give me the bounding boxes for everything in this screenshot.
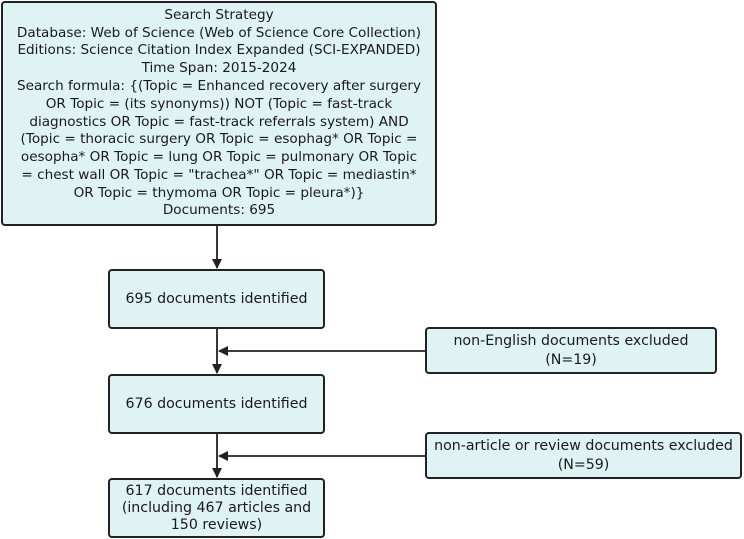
step-box-695: 695 documents identified [108,269,325,329]
step-detail: 150 reviews) [170,516,263,533]
exclusion-box-non-english: non-English documents excluded (N=19) [425,327,717,374]
exclusion-box-non-article: non-article or review documents excluded… [425,432,742,479]
strategy-formula-line: (Topic = thoracic surgery OR Topic = eso… [20,131,418,148]
strategy-formula-line: diagnostics OR Topic = fast-track referr… [29,113,409,130]
strategy-formula-line: OR Topic = thymoma OR Topic = pleura*)} [73,184,365,201]
exclusion-label: non-English documents excluded [453,333,689,349]
step-label: 695 documents identified [125,290,308,307]
strategy-editions: Editions: Science Citation Index Expande… [17,42,421,59]
strategy-time-span: Time Span: 2015-2024 [141,60,297,77]
strategy-formula-line: oesopha* OR Topic = lung OR Topic = pulm… [20,149,418,166]
step-detail: (including 467 articles and [121,499,312,516]
strategy-documents: Documents: 695 [162,202,276,219]
search-strategy-box: Search Strategy Database: Web of Science… [1,1,437,226]
strategy-formula-line: OR Topic = (its synonyms)) NOT (Topic = … [45,95,393,112]
exclusion-count: (N=59) [557,456,610,473]
strategy-formula-line: = chest wall OR Topic = "trachea*" OR To… [21,166,417,183]
step-label: 617 documents identified [125,482,308,499]
strategy-database: Database: Web of Science (Web of Science… [16,24,422,41]
strategy-formula-line: Search formula: {(Topic = Enhanced recov… [16,77,422,94]
exclusion-count: (N=19) [545,351,597,368]
step-box-676: 676 documents identified [108,374,325,434]
exclusion-label: non-article or review documents excluded [434,438,733,454]
strategy-title: Search Strategy [164,6,274,23]
step-label: 676 documents identified [125,395,308,412]
step-box-617: 617 documents identified (including 467 … [108,478,325,538]
